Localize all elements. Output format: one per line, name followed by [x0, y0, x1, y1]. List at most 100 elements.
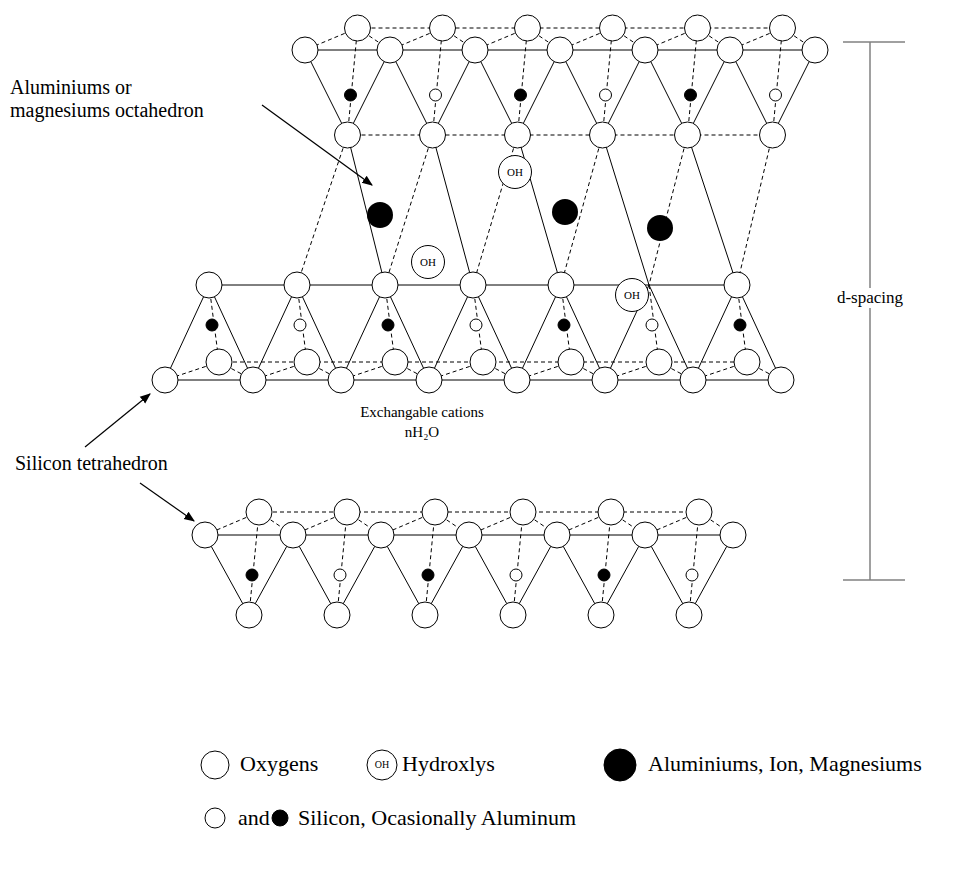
bond-line — [513, 512, 523, 615]
bond-line — [358, 28, 783, 29]
hydroxyl-text: OH — [507, 167, 523, 178]
bond-line — [689, 512, 699, 615]
bracket-line — [843, 41, 905, 43]
bond-line — [693, 285, 737, 380]
aluminium-atom — [367, 202, 393, 228]
oxygen-atom — [770, 15, 796, 41]
legend-connector-word: and — [238, 805, 278, 830]
bond-lines — [165, 28, 815, 615]
legend-swatch — [201, 751, 229, 779]
silicon-atom — [334, 569, 346, 581]
legend-text: Oxygens — [240, 751, 318, 776]
bond-line — [259, 512, 699, 513]
oxygen-atom — [548, 272, 574, 298]
oxygen-atom — [462, 37, 488, 63]
legend-swatch — [604, 749, 636, 781]
bond-line — [645, 50, 688, 135]
silicon-atom — [294, 319, 306, 331]
oxygen-atom — [685, 15, 711, 41]
interlayer-label: nH₂O — [322, 424, 522, 441]
oxygen-atom — [600, 15, 626, 41]
bond-line — [205, 535, 249, 615]
bond-line — [341, 285, 385, 380]
oxygen-atom — [236, 602, 262, 628]
silicon-atom — [515, 89, 527, 101]
silicon-atom — [206, 319, 218, 331]
oxygen-atom — [422, 499, 448, 525]
bond-line — [249, 512, 259, 615]
silicon-atom — [646, 319, 658, 331]
bond-line — [601, 512, 611, 615]
oxygen-atom — [675, 122, 701, 148]
legend-text: Hydroxlys — [402, 751, 495, 776]
bond-line — [603, 28, 613, 135]
oxygen-atom — [505, 122, 531, 148]
oxygen-atom — [802, 37, 828, 63]
silicon-atom — [734, 319, 746, 331]
oxygen-atom — [294, 349, 320, 375]
oxygen-atom — [240, 367, 266, 393]
callout-arrow — [85, 394, 150, 447]
oxygen-atom — [720, 522, 746, 548]
bond-line — [737, 135, 773, 285]
atoms — [152, 15, 828, 628]
bond-line — [518, 28, 528, 135]
hydroxyl-circle: OH — [498, 155, 532, 189]
silicon-atom — [510, 569, 522, 581]
oxygen-atom — [680, 367, 706, 393]
callout-arrow — [262, 105, 372, 185]
silicon-atom — [470, 319, 482, 331]
bond-line — [433, 28, 443, 135]
oxygen-atom — [500, 602, 526, 628]
bond-line — [730, 50, 773, 135]
oxygen-atom — [368, 522, 394, 548]
bond-line — [297, 135, 348, 285]
silicon-atom — [686, 569, 698, 581]
bond-line — [348, 28, 358, 135]
legend-text: Silicon, Ocasionally Aluminum — [298, 805, 576, 830]
oxygen-atom — [372, 272, 398, 298]
silicon-atom — [422, 569, 434, 581]
dimension-label: d-spacing — [828, 288, 912, 308]
oxygen-atom — [328, 367, 354, 393]
hydroxyl-circle: OH — [615, 278, 649, 312]
silicon-atom — [430, 89, 442, 101]
oxygen-atom — [547, 37, 573, 63]
oxygen-atom — [284, 272, 310, 298]
bond-line — [560, 50, 603, 135]
oxygen-atom — [196, 272, 222, 298]
bond-line — [557, 535, 601, 615]
oxygen-atom — [416, 367, 442, 393]
oxygen-atom — [504, 367, 530, 393]
oxygen-atom — [324, 602, 350, 628]
aluminium-atom — [552, 199, 578, 225]
silicon-atom — [345, 89, 357, 101]
oxygen-atom — [598, 499, 624, 525]
bracket-line — [843, 579, 905, 581]
hydroxyl-text: OH — [420, 257, 436, 268]
oxygen-atom — [206, 349, 232, 375]
silicon-atom — [770, 89, 782, 101]
oxygen-atom — [292, 37, 318, 63]
oxygen-atom — [470, 349, 496, 375]
legend-symbol-text: OH — [367, 759, 397, 771]
oxygen-atom — [152, 367, 178, 393]
oxygen-atom — [246, 499, 272, 525]
callout-arrow — [140, 483, 194, 521]
oxygen-atom — [515, 15, 541, 41]
oxygen-atom — [192, 522, 218, 548]
bond-line — [773, 28, 783, 135]
oxygen-atom — [592, 367, 618, 393]
hydroxyl-text: OH — [624, 290, 640, 301]
legend-swatch — [367, 750, 397, 780]
bond-line — [337, 512, 347, 615]
bond-line — [293, 535, 337, 615]
hydroxyl-circle: OH — [411, 245, 445, 279]
silicon-atom — [382, 319, 394, 331]
bond-line — [429, 285, 473, 380]
bracket-line — [869, 42, 871, 580]
bond-line — [475, 50, 518, 135]
